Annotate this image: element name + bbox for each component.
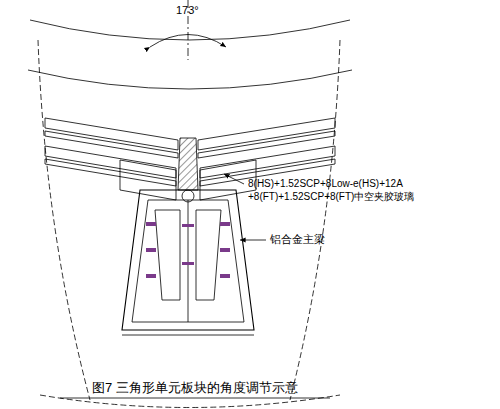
angle-value: 173° <box>176 4 199 18</box>
glass-spec: 8(HS)+1.52SCP+8Low-e(HS)+12A +8(FT)+1.52… <box>248 178 453 203</box>
beam-label: 铝合金主梁 <box>270 233 325 247</box>
figure-caption: 图7 三角形单元板块的角度调节示意 <box>92 380 298 396</box>
